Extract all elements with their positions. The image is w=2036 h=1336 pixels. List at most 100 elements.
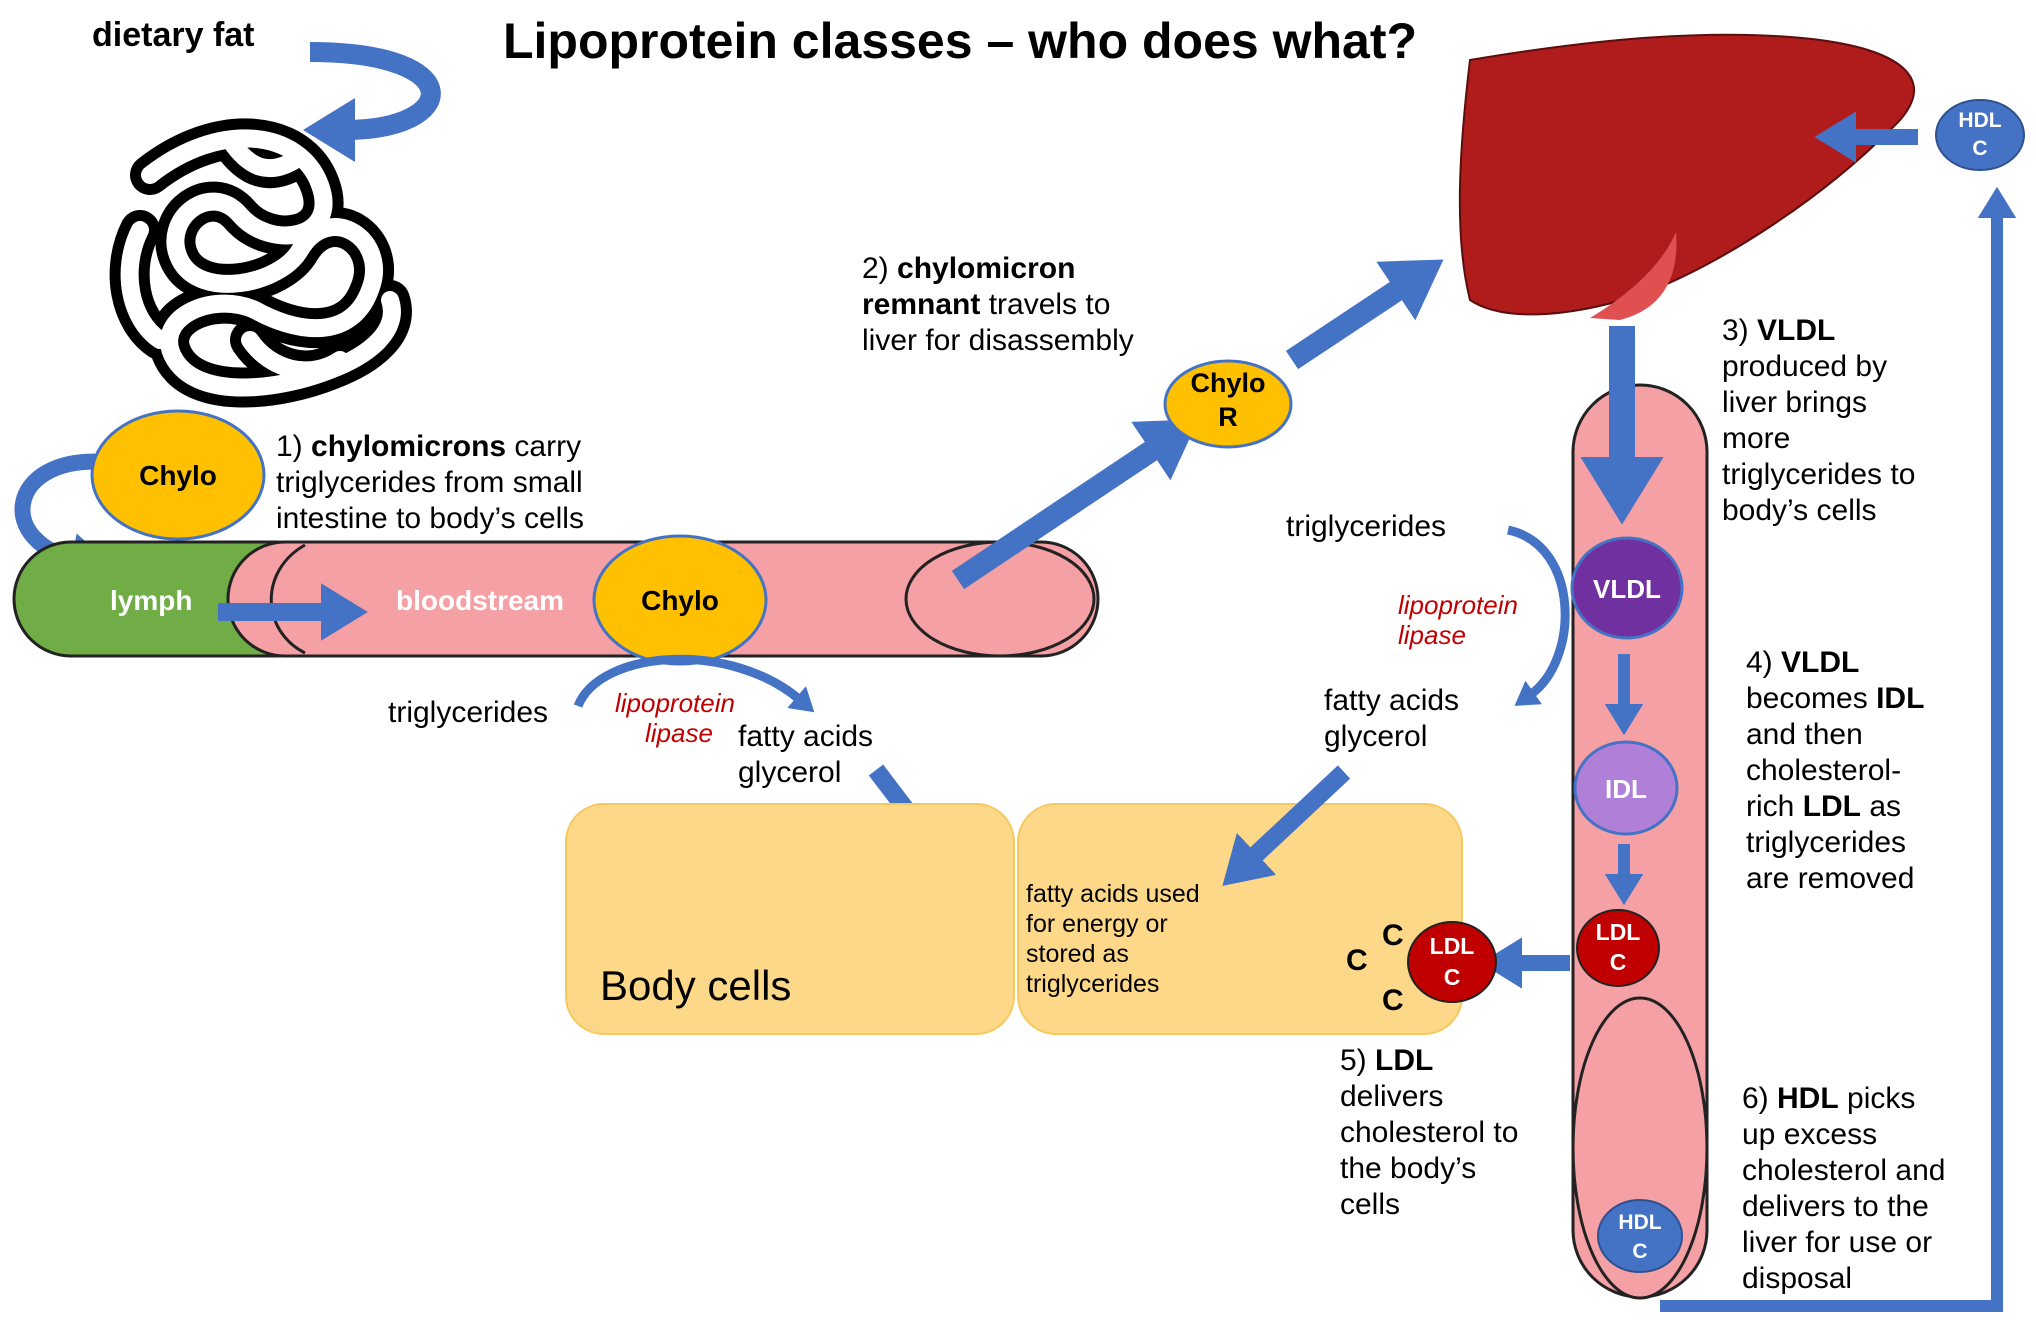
cholesterol-mark-1: C — [1382, 919, 1404, 952]
lymph-label: lymph — [110, 585, 192, 616]
lipase-right-arrow — [1506, 525, 1570, 706]
svg-text:C: C — [1444, 964, 1461, 990]
body-cell-right — [1017, 803, 1463, 1035]
intestine-icon — [109, 118, 412, 408]
chylo-particle-vessel: Chylo — [592, 534, 768, 666]
svg-text:stored as: stored as — [1026, 940, 1129, 968]
bloodstream-label: bloodstream — [396, 585, 564, 616]
step-text-segment: triglycerides — [1746, 826, 1906, 859]
step-text-segment: are removed — [1746, 862, 1914, 895]
svg-text:LDL: LDL — [1430, 933, 1475, 959]
hdl-particle-vessel: HDL C — [1597, 1199, 1683, 1273]
svg-text:C: C — [1972, 137, 1987, 160]
idl-particle: IDL — [1573, 740, 1679, 836]
step-text-segment: LDL — [1803, 790, 1861, 823]
dietary-fat-arrow — [303, 42, 441, 162]
step-text-segment: delivers to the — [1742, 1190, 1929, 1223]
step-text-segment: VLDL — [1781, 646, 1859, 679]
step-text-segment: the body’s — [1340, 1152, 1476, 1185]
step-text-segment: produced by — [1722, 350, 1887, 383]
svg-text:fatty acids used: fatty acids used — [1026, 880, 1200, 908]
lipase-left-arrow — [573, 654, 815, 713]
triglycerides-right-label: triglycerides — [1286, 510, 1446, 543]
glycerol-right-label: glycerol — [1324, 720, 1427, 753]
step-text-segment: cells — [1340, 1188, 1400, 1221]
svg-text:IDL: IDL — [1605, 774, 1647, 804]
cells-note: fatty acids used for energy or stored as… — [1026, 880, 1200, 998]
ldl-particle-cell: LDL C — [1407, 921, 1497, 1003]
step-text-segment: VLDL — [1757, 314, 1835, 347]
step-text-segment: becomes — [1746, 682, 1876, 715]
step-text-segment: HDL — [1777, 1082, 1839, 1115]
step-text-segment: cholesterol and — [1742, 1154, 1945, 1187]
step-text-segment: picks — [1839, 1082, 1916, 1115]
step-text-segment: body’s cells — [1722, 494, 1877, 527]
step-text-segment: IDL — [1876, 682, 1924, 715]
svg-text:R: R — [1218, 402, 1238, 432]
step-text-segment: cholesterol to — [1340, 1116, 1518, 1149]
svg-text:Chylo: Chylo — [139, 460, 217, 491]
svg-text:triglycerides: triglycerides — [1026, 970, 1159, 998]
fatty-acids-right-label: fatty acids — [1324, 684, 1459, 717]
svg-text:Chylo: Chylo — [641, 585, 719, 616]
step-text-segment: liver for use or — [1742, 1226, 1932, 1259]
chylo-particle-top: Chylo — [90, 409, 266, 541]
step-text-segment: 5) — [1340, 1044, 1375, 1077]
lipase-right-label-2: lipase — [1398, 620, 1466, 650]
fatty-acids-left-label: fatty acids — [738, 720, 873, 753]
dietary-fat-label: dietary fat — [92, 16, 255, 54]
step-text-segment: disposal — [1742, 1262, 1852, 1295]
step-text-segment: up excess — [1742, 1118, 1877, 1151]
fa-right-to-cells-arrow — [1222, 765, 1351, 886]
svg-text:VLDL: VLDL — [1593, 574, 1661, 604]
svg-text:HDL: HDL — [1958, 109, 2001, 132]
chylo-remnant-particle: Chylo R — [1163, 359, 1293, 449]
step-text-segment: 6) — [1742, 1082, 1777, 1115]
step-text-segment: liver brings — [1722, 386, 1867, 419]
step-text-segment: delivers — [1340, 1080, 1443, 1113]
step-text-segment: 4) — [1746, 646, 1781, 679]
step-text-segment: remnant — [862, 288, 980, 321]
step-text-segment: LDL — [1375, 1044, 1433, 1077]
chylo-to-remnant-arrow — [951, 419, 1199, 590]
step-text-segment: and then — [1746, 718, 1863, 751]
svg-text:C: C — [1632, 1240, 1647, 1263]
vldl-particle: VLDL — [1570, 536, 1684, 640]
step-text-segment: chylomicrons — [311, 430, 506, 463]
body-cells-label: Body cells — [600, 962, 791, 1009]
step-text-segment: travels to — [980, 288, 1110, 321]
lymph-vessel-junction — [269, 543, 306, 655]
svg-text:Chylo: Chylo — [1190, 368, 1265, 398]
step-text-segment: 1) — [276, 430, 311, 463]
step-text-segment: more — [1722, 422, 1790, 455]
step-text-segment: liver for disassembly — [862, 324, 1134, 357]
hdl-return-arrow — [1660, 186, 2017, 1312]
step-text-segment: cholesterol- — [1746, 754, 1901, 787]
step-text-segment: rich — [1746, 790, 1803, 823]
lipase-right-label-1: lipoprotein — [1398, 590, 1518, 620]
remnant-to-liver-arrow — [1285, 259, 1444, 370]
cholesterol-mark-2: C — [1346, 944, 1368, 977]
body-cell-left — [565, 803, 1015, 1035]
hdl-particle-liver: HDL C — [1935, 99, 2025, 171]
step-text-segment: carry — [506, 430, 581, 463]
step-text-segment: 2) — [862, 252, 897, 285]
svg-text:C: C — [1610, 949, 1627, 975]
step-text-segment: triglycerides to — [1722, 458, 1915, 491]
step-text-segment: as — [1861, 790, 1901, 823]
lipase-left-label-2: lipase — [645, 718, 713, 748]
triglycerides-left-label: triglycerides — [388, 696, 548, 729]
lipase-left-label-1: lipoprotein — [615, 688, 735, 718]
cholesterol-mark-3: C — [1382, 984, 1404, 1017]
step-text-segment: triglycerides from small — [276, 466, 583, 499]
liver-icon — [1458, 33, 1916, 320]
ldl-particle-vessel: LDL C — [1576, 909, 1660, 987]
svg-text:LDL: LDL — [1596, 919, 1641, 945]
